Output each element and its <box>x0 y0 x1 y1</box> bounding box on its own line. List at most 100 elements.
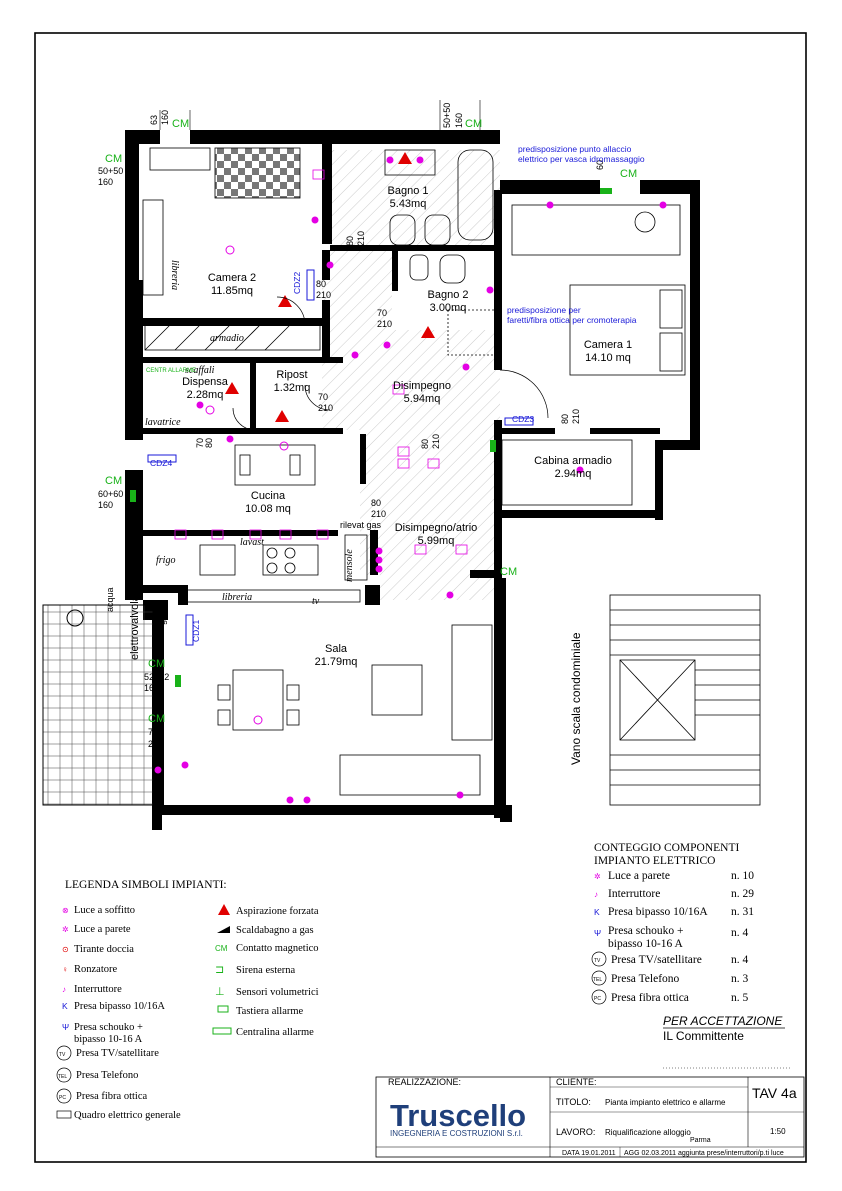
plan-text: ⊥ <box>215 986 225 998</box>
tv-label: tv <box>312 596 320 607</box>
plan-text: TV <box>594 958 601 964</box>
plan-text: REALIZZAZIONE: <box>388 1077 461 1087</box>
plan-text: Ψ <box>62 1022 69 1032</box>
lavast-label: lavast <box>240 537 264 548</box>
room-name: Disimpegno <box>393 380 451 392</box>
plan-text: TITOLO: <box>556 1097 591 1107</box>
room-area: 5.99mq <box>418 535 455 547</box>
room-name: Disimpegno/atrio <box>395 522 478 534</box>
plan-text: 70 <box>195 438 205 448</box>
plan-text: 210 <box>571 409 581 424</box>
plan-text: CM <box>105 475 122 487</box>
plan-text: Presa fibra ottica <box>611 992 689 1004</box>
plan-text: ⊙ <box>62 945 69 954</box>
plan-text: 52+52 <box>144 672 169 682</box>
company-logo: Truscello <box>390 1098 526 1133</box>
plan-text: PC <box>594 996 601 1002</box>
plan-text: 210 <box>318 403 333 413</box>
centr-allarme-label: CENTR ALLARME <box>146 368 196 374</box>
plan-text: CDZ3 <box>512 414 534 424</box>
plan-text: CM <box>465 118 482 130</box>
elettrovalvola-label: elettrovalvola <box>129 594 141 660</box>
room-name: Bagno 2 <box>428 289 469 301</box>
plan-text: K <box>62 1001 68 1011</box>
plan-text: 160 <box>144 683 159 693</box>
door-swings <box>232 296 549 431</box>
plan-text: CM <box>620 168 637 180</box>
plan-text: Interruttore <box>608 888 660 900</box>
plan-text: 80 <box>316 279 326 289</box>
plan-text: Tirante doccia <box>74 944 134 955</box>
plan-text: Quadro elettrico generale <box>74 1110 181 1121</box>
plan-text: 80 <box>420 439 430 449</box>
plan-text: 160 <box>98 500 113 510</box>
room-area: 5.94mq <box>404 393 441 405</box>
count-subtitle: IMPIANTO ELETTRICO <box>594 855 716 867</box>
plan-text: 210 <box>356 231 366 246</box>
plan-text: 160 <box>160 110 170 125</box>
plan-text: Interruttore <box>74 984 122 995</box>
room-area: 1.32mq <box>274 382 311 394</box>
plan-text: predisposizione per <box>507 305 581 315</box>
plan-text: Presa Telefono <box>76 1070 138 1081</box>
plan-text: Presa TV/satellitare <box>76 1048 159 1059</box>
plan-text: 245 <box>148 739 163 749</box>
plan-text: 80 <box>345 236 355 246</box>
cm-labels: CM CM CM CM CM CM CM CM <box>105 118 637 725</box>
plan-text: 210 <box>371 509 386 519</box>
room-name: Cucina <box>251 490 286 502</box>
furniture <box>142 147 686 796</box>
plan-text: bipasso 10-16 A <box>608 938 683 950</box>
plan-text: Presa Telefono <box>611 973 680 985</box>
mensole-label: mensole <box>344 549 355 582</box>
plan-text: ♪ <box>62 985 66 994</box>
legend-col1: ⊗Luce a soffitto ✲Luce a parete ⊙Tirante… <box>56 905 181 1121</box>
legend: LEGENDA SIMBOLI IMPIANTI: ⊗Luce a soffit… <box>56 879 319 1121</box>
plan-text: n. 29 <box>731 888 754 900</box>
plan-text: TV <box>59 1052 66 1058</box>
qe-label: Q.E <box>126 378 142 388</box>
rilevat-gas-label: rilevat gas <box>340 520 382 530</box>
plan-text: INGEGNERIA E COSTRUZIONI S.r.l. <box>390 1129 523 1138</box>
room-area: 5.43mq <box>390 198 427 210</box>
plan-text: CM <box>105 153 122 165</box>
gas-label: gas <box>157 610 167 625</box>
legend-title: LEGENDA SIMBOLI IMPIANTI: <box>65 879 227 891</box>
electrical-symbols <box>154 156 667 804</box>
plan-text: ♪ <box>594 890 598 899</box>
staircase <box>609 594 761 806</box>
plan-text: 50+50 <box>98 166 123 176</box>
plan-text: TEL <box>593 977 602 983</box>
plan-text: n. 5 <box>731 992 749 1004</box>
armadio-label: armadio <box>210 333 244 344</box>
room-area: 14.10 mq <box>585 352 631 364</box>
room-labels: Camera 2 11.85mq Bagno 1 5.43mq Bagno 2 … <box>182 185 632 668</box>
dimension-labels: 63 160 50+50 160 50+50 160 60+60 160 52+… <box>98 103 605 749</box>
plan-text: CM <box>148 658 165 670</box>
plan-text: 60+60 <box>98 489 123 499</box>
aspiration-icons <box>225 152 435 422</box>
acqua-label: acqua <box>105 587 115 612</box>
plan-text: IL Committente <box>663 1029 744 1043</box>
acceptance-block: PER ACCETTAZIONE IL Committente <box>663 1014 790 1069</box>
plan-text: Pianta impianto elettrico e allarme <box>605 1098 726 1107</box>
plan-text: Luce a parete <box>74 924 131 935</box>
libreria-sala-label: libreria <box>222 592 252 603</box>
room-name: Camera 2 <box>208 272 256 284</box>
plan-text: 63 <box>149 115 159 125</box>
room-area: 2.28mq <box>187 389 224 401</box>
room-area: 11.85mq <box>211 285 253 297</box>
plan-text: DATA 19.01.2011 <box>562 1150 616 1157</box>
plan-text: Riqualificazione alloggio <box>605 1128 691 1137</box>
plan-text: CM <box>215 944 228 953</box>
plan-text: 70 <box>318 392 328 402</box>
plan-text: 70 <box>377 308 387 318</box>
room-name: Cabina armadio <box>534 455 612 467</box>
plan-text: 160 <box>454 113 464 128</box>
plan-text: Presa schouko + <box>74 1022 143 1033</box>
plan-text: PER ACCETTAZIONE <box>663 1014 783 1028</box>
scaffali-label: scaffali <box>185 365 215 376</box>
plan-text: Luce a soffitto <box>74 905 135 916</box>
magnetic-contacts <box>130 188 612 687</box>
